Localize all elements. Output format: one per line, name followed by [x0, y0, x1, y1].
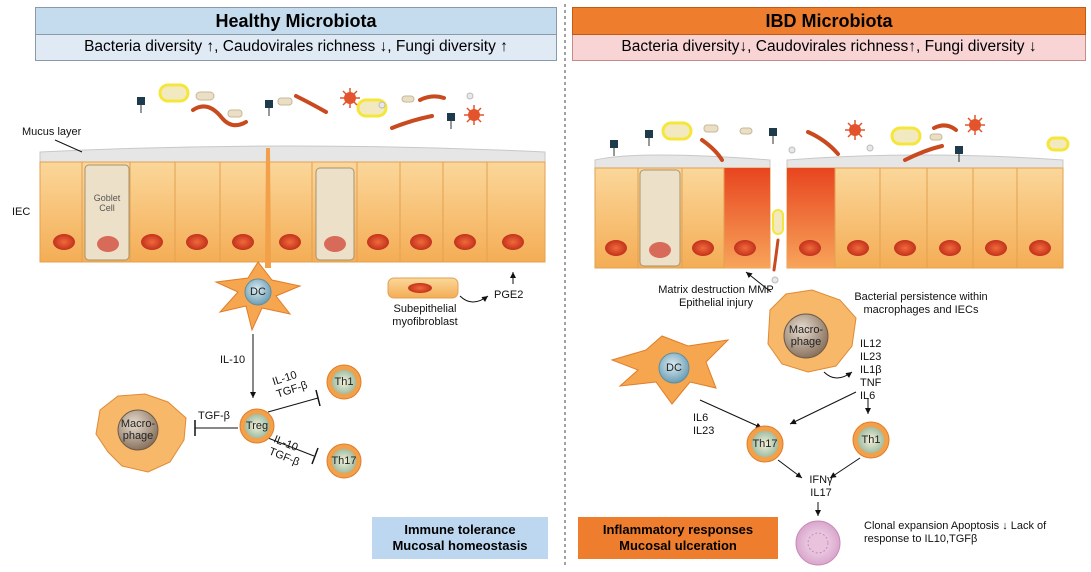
healthy-dc-cell [214, 261, 302, 332]
goblet-cell-label: Goblet Cell [93, 193, 121, 213]
clonal-expansion-label: Clonal expansion Apoptosis ↓ Lack of res… [864, 520, 1047, 545]
healthy-t-cells [239, 364, 362, 479]
healthy-outcome-box: Immune tolerance Mucosal homeostasis [372, 517, 548, 559]
ibd-dc-label: DC [666, 362, 682, 374]
ibd-t-cells [746, 421, 890, 566]
iec-label: IEC [12, 206, 31, 218]
healthy-title: Healthy Microbiota [35, 7, 557, 35]
healthy-microbes [137, 83, 484, 130]
bacterial-persistence-label: Bacterial persistence within macrophages… [854, 291, 988, 316]
ibd-title: IBD Microbiota [572, 7, 1086, 35]
ibd-immune-arrows [699, 391, 871, 516]
macrophage-cytokines: IL12 IL23 IL1β TNF IL6 [860, 338, 882, 402]
healthy-immune-arrows [194, 334, 321, 465]
ibd-outcome-box: Inflammatory responses Mucosal ulceratio… [578, 517, 778, 559]
pge2-label: PGE2 [494, 289, 524, 301]
ibd-macrophage-cell [745, 271, 857, 379]
myofibroblast-label: Subepithelial myofibroblast [392, 303, 458, 328]
ibd-subtitle: Bacteria diversity↓, Caudovirales richne… [572, 35, 1086, 61]
healthy-dc-label: DC [250, 286, 266, 298]
tgfb-label: TGF-β [198, 410, 230, 422]
healthy-macrophage-label: Macro- phage [120, 418, 156, 442]
myofibroblast-cell [387, 272, 516, 303]
ibd-dc-cell [610, 335, 730, 405]
healthy-subtitle: Bacteria diversity ↑, Caudovirales richn… [35, 35, 557, 61]
ibd-th1-label: Th1 [861, 434, 881, 446]
il10-label: IL-10 [220, 354, 246, 366]
healthy-epithelium [39, 139, 546, 268]
healthy-outcome-line1: Immune tolerance [404, 522, 516, 537]
healthy-th1-label: Th1 [334, 376, 354, 388]
treg-label: Treg [245, 420, 269, 432]
matrix-destruction-label: Matrix destruction MMP Epithelial injury [658, 284, 774, 309]
ibd-macrophage-label: Macro- phage [788, 324, 824, 348]
ibd-th17-label: Th17 [752, 438, 778, 450]
mucus-layer-label: Mucus layer [22, 126, 82, 138]
healthy-macrophage-cell [95, 393, 187, 473]
ibd-microbes [610, 115, 1070, 162]
healthy-th17-label: Th17 [331, 455, 357, 467]
ibd-outcome-line1: Inflammatory responses [602, 522, 754, 537]
ibd-epithelium [594, 154, 1064, 284]
ibd-outcome-line2: Mucosal ulceration [619, 538, 737, 553]
dc-cytokines: IL6 IL23 [693, 412, 715, 437]
healthy-outcome-line2: Mucosal homeostasis [392, 538, 528, 553]
effector-cytokines: IFNγ IL17 [809, 474, 833, 499]
